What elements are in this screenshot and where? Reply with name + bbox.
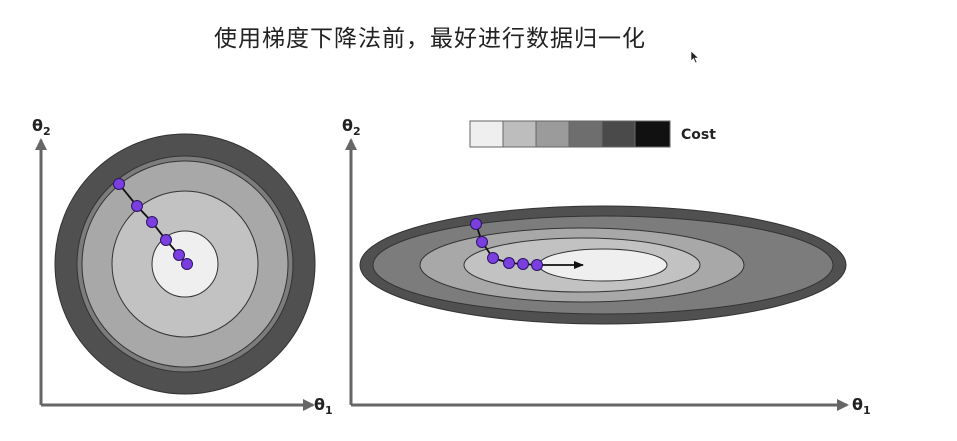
right-x-axis-label: θ: [852, 395, 863, 414]
right-plot: θ 2 θ 1: [342, 116, 871, 417]
right-step-point: [470, 218, 482, 230]
right-x-axis-subscript: 1: [863, 404, 871, 417]
right-step-point: [531, 259, 543, 271]
left-x-axis-label: θ: [314, 395, 325, 414]
left-x-axis-subscript: 1: [325, 404, 333, 417]
left-step-point: [173, 249, 185, 261]
cost-swatch: [568, 120, 603, 148]
cost-swatch: [601, 120, 636, 148]
cost-legend-label: Cost: [681, 127, 716, 143]
left-step-point: [146, 216, 158, 228]
right-y-axis-label: θ: [342, 116, 353, 135]
left-descent-points: [113, 178, 193, 270]
right-contours: [359, 205, 847, 325]
left-step-point: [113, 178, 125, 190]
cost-swatch: [469, 120, 504, 148]
left-y-axis-subscript: 2: [43, 125, 51, 138]
right-step-point: [487, 252, 499, 264]
cost-legend-swatches: [469, 120, 671, 148]
left-y-axis-label: θ: [32, 116, 43, 135]
slide-title: 使用梯度下降法前，最好进行数据归一化: [214, 26, 646, 52]
cost-swatch: [535, 120, 570, 148]
left-step-point: [160, 234, 172, 246]
right-y-axis-subscript: 2: [353, 125, 361, 138]
right-step-point: [503, 257, 515, 269]
left-step-point: [181, 258, 193, 270]
cost-swatch: [502, 120, 537, 148]
right-step-point: [476, 236, 488, 248]
mouse-pointer-icon: [690, 50, 700, 64]
left-plot: θ 2 θ 1: [32, 116, 333, 417]
cost-swatch: [634, 120, 671, 148]
left-step-point: [131, 200, 143, 212]
right-step-point: [517, 258, 529, 270]
right-descent-points: [470, 218, 543, 271]
cost-legend: Cost: [469, 120, 716, 148]
